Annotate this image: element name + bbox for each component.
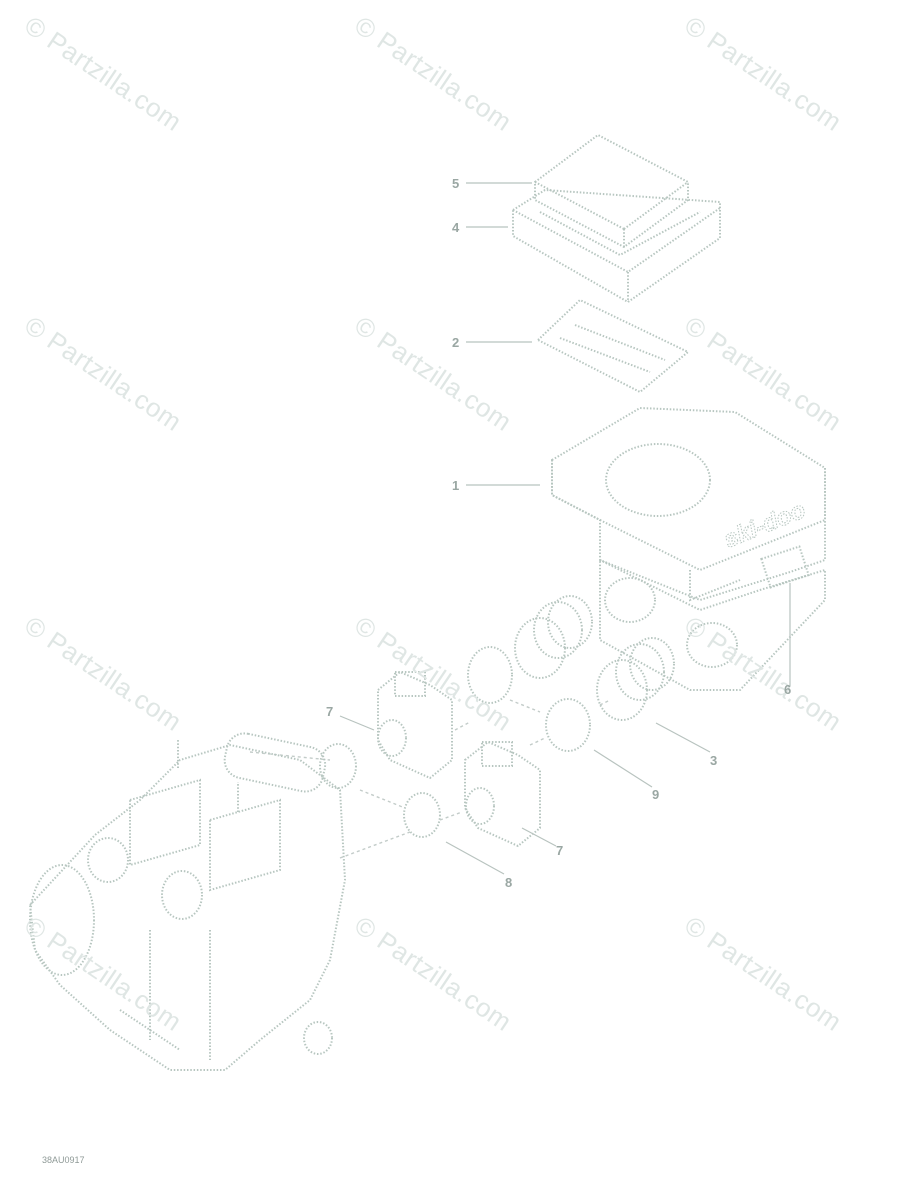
part-1-air-silencer[interactable]: ski-doo — [551, 406, 826, 691]
callout-9[interactable]: 9 — [652, 787, 660, 802]
callout-4[interactable]: 4 — [452, 220, 460, 235]
part-9-clamps[interactable] — [467, 646, 591, 752]
callout-2[interactable]: 2 — [452, 335, 460, 350]
drawing-code: 38AU0917 — [42, 1155, 85, 1165]
callout-8[interactable]: 8 — [505, 875, 513, 890]
ski-doo-logo: ski-doo — [720, 497, 809, 554]
part-3-adaptors[interactable] — [514, 595, 675, 721]
callout-6[interactable]: 6 — [784, 682, 792, 697]
part-8-clamps[interactable] — [319, 743, 441, 838]
part-7-carburetors[interactable] — [377, 670, 541, 848]
callout-1[interactable]: 1 — [452, 478, 460, 493]
callout-7-lower[interactable]: 7 — [556, 843, 564, 858]
part-2-plate[interactable] — [536, 298, 690, 394]
callout-3[interactable]: 3 — [710, 753, 718, 768]
engine-block — [28, 732, 347, 1071]
assembly-lines — [249, 699, 611, 859]
leader-lines — [339, 182, 791, 875]
part-4-filter-tray[interactable] — [512, 188, 721, 304]
callout-5[interactable]: 5 — [452, 176, 460, 191]
part-5-filter-element[interactable] — [534, 133, 689, 249]
callout-7-upper[interactable]: 7 — [326, 704, 334, 719]
